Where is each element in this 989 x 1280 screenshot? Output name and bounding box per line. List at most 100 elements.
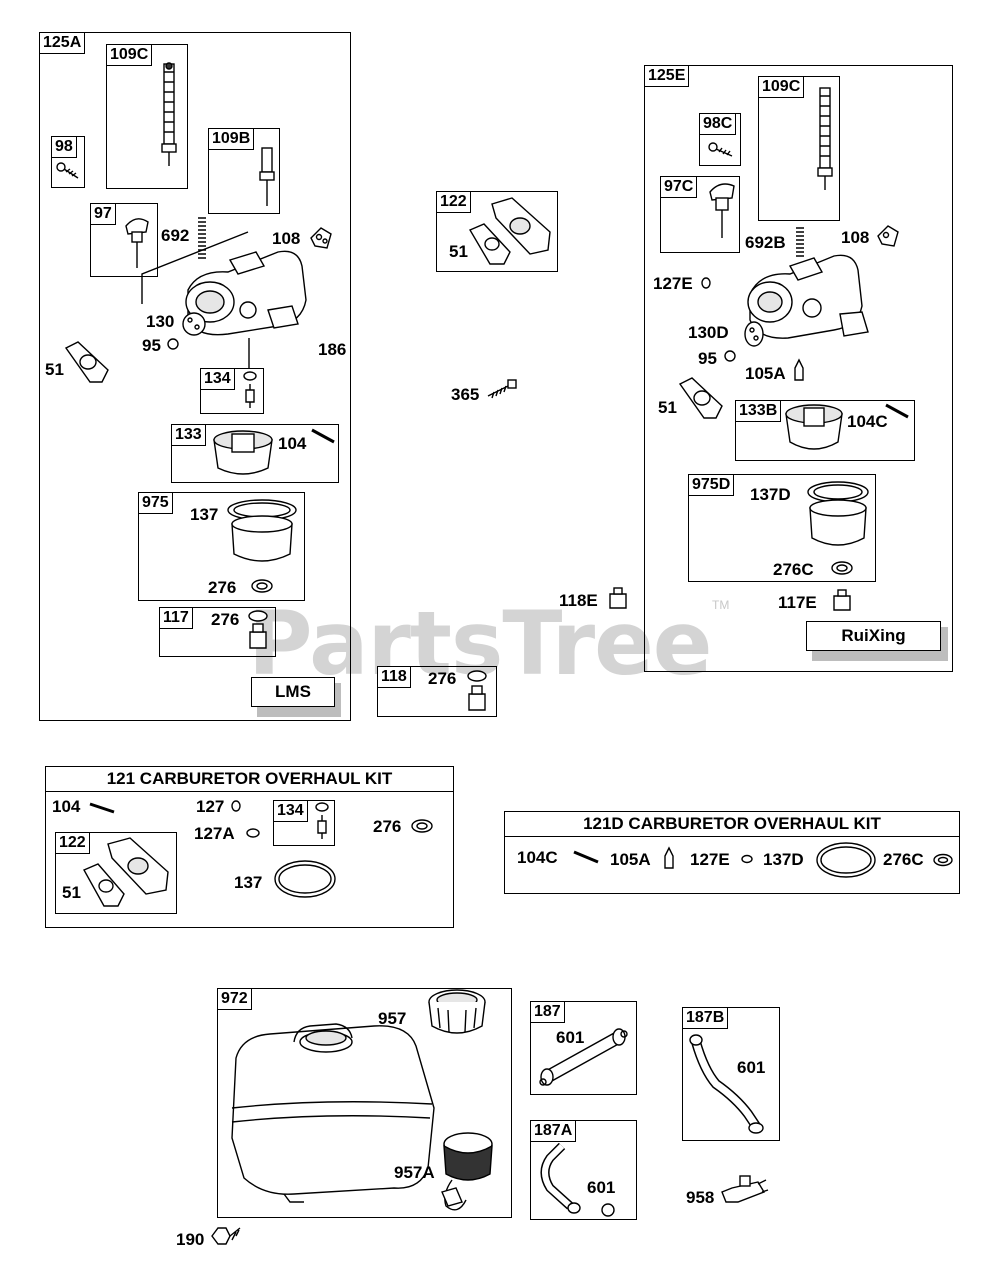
group-122-tag[interactable]: 122 <box>436 191 471 213</box>
label-365[interactable]: 365 <box>451 385 480 404</box>
group-187-tag[interactable]: 187 <box>530 1001 565 1023</box>
kit-121-label-104[interactable]: 104 <box>52 797 81 816</box>
group-187A-tag[interactable]: 187A <box>530 1120 577 1142</box>
label-51-125E[interactable]: 51 <box>658 398 677 417</box>
label-190[interactable]: 190 <box>176 1230 205 1249</box>
vendor-ruixing-box[interactable]: RuiXing <box>806 621 941 651</box>
kit-121D-plug-127E-icon <box>741 854 753 864</box>
label-104C-125E[interactable]: 104C <box>847 412 888 431</box>
label-957A[interactable]: 957A <box>394 1163 435 1182</box>
kit-121D-jet-105A-icon <box>664 846 674 869</box>
kit-121-oring-137-icon <box>274 860 336 898</box>
group-187B-tag[interactable]: 187B <box>682 1007 729 1029</box>
fuel-line-187B-icon <box>689 1034 764 1134</box>
label-137-125A[interactable]: 137 <box>190 505 219 524</box>
subgroup-98C-tag[interactable]: 98C <box>699 113 737 135</box>
watermark-trademark: TM <box>712 598 730 612</box>
carburetor-125E-icon <box>747 254 869 339</box>
pin-104-icon <box>311 428 335 444</box>
kit-121D-label-104C[interactable]: 104C <box>517 848 558 867</box>
subgroup-975-tag[interactable]: 975 <box>138 492 173 514</box>
kit-121-label-127A[interactable]: 127A <box>194 824 235 843</box>
label-276C-125E[interactable]: 276C <box>773 560 814 579</box>
subgroup-133B-tag[interactable]: 133B <box>735 400 782 422</box>
label-117E[interactable]: 117E <box>778 593 817 612</box>
kit-121-sub-134-tag[interactable]: 134 <box>273 800 308 822</box>
nut-117E-icon <box>833 589 851 611</box>
group-187B-frame <box>682 1007 780 1141</box>
kit-121-label-137[interactable]: 137 <box>234 873 263 892</box>
kit-121-sub-122-frame <box>55 832 177 914</box>
kit-121-label-51[interactable]: 51 <box>62 883 81 902</box>
label-108-125E[interactable]: 108 <box>841 228 870 247</box>
screw-95-125E-icon <box>724 350 736 362</box>
subgroup-975D-tag[interactable]: 975D <box>688 474 735 496</box>
label-601-187A[interactable]: 601 <box>587 1178 616 1197</box>
pin-104C-icon <box>885 403 909 419</box>
kit-121-title[interactable]: 121 CARBURETOR OVERHAUL KIT <box>46 767 453 792</box>
label-130[interactable]: 130 <box>146 312 175 331</box>
label-601-187[interactable]: 601 <box>556 1028 585 1047</box>
subgroup-109C-125E-tag[interactable]: 109C <box>758 76 805 98</box>
label-118E[interactable]: 118E <box>559 591 598 610</box>
label-95-125A[interactable]: 95 <box>142 336 161 355</box>
kit-121D-title[interactable]: 121D CARBURETOR OVERHAUL KIT <box>505 812 959 837</box>
kit-121-plug-127-icon <box>231 800 241 812</box>
kit-121D-oring-137D-icon <box>816 842 876 878</box>
kit-121-spacer-122-icon <box>83 837 169 907</box>
label-51-122[interactable]: 51 <box>449 242 468 261</box>
kit-121-sub-122-tag[interactable]: 122 <box>55 832 90 854</box>
subgroup-975D-frame <box>688 474 876 582</box>
label-186[interactable]: 186 <box>318 340 347 359</box>
group-125E-frame <box>644 65 953 672</box>
subgroup-133B-frame <box>735 400 915 461</box>
group-122-frame <box>436 191 558 272</box>
subgroup-117-tag[interactable]: 117 <box>159 607 193 629</box>
label-105A-125E[interactable]: 105A <box>745 364 786 383</box>
nut-117-icon <box>248 610 268 649</box>
label-692[interactable]: 692 <box>161 226 190 245</box>
valve-958-icon <box>721 1175 769 1203</box>
label-276-117[interactable]: 276 <box>211 610 240 629</box>
kit-121-label-127[interactable]: 127 <box>196 797 225 816</box>
washer-276-icon <box>251 579 273 593</box>
kit-121D-label-105A[interactable]: 105A <box>610 850 651 869</box>
group-118-tag[interactable]: 118 <box>377 666 411 688</box>
subgroup-98-tag[interactable]: 98 <box>51 136 77 158</box>
kit-121-label-276[interactable]: 276 <box>373 817 402 836</box>
label-104-125A[interactable]: 104 <box>278 434 307 453</box>
group-125E-tag[interactable]: 125E <box>644 65 690 87</box>
group-972-tag[interactable]: 972 <box>217 988 252 1010</box>
kit-121D-label-137D[interactable]: 137D <box>763 850 804 869</box>
subgroup-97C-tag[interactable]: 97C <box>660 176 698 198</box>
label-957[interactable]: 957 <box>378 1009 407 1028</box>
label-95-125E[interactable]: 95 <box>698 349 717 368</box>
label-137D-125E[interactable]: 137D <box>750 485 791 504</box>
group-125A-tag[interactable]: 125A <box>39 32 86 54</box>
float-133-icon <box>213 430 273 475</box>
carburetor-125A-icon <box>141 231 307 336</box>
subgroup-109B-tag[interactable]: 109B <box>208 128 255 150</box>
label-958[interactable]: 958 <box>686 1188 715 1207</box>
fuel-tank-972-icon <box>231 1023 435 1203</box>
group-118-frame <box>377 666 497 717</box>
label-276-975[interactable]: 276 <box>208 578 237 597</box>
label-692B[interactable]: 692B <box>745 233 786 252</box>
label-51-125A[interactable]: 51 <box>45 360 64 379</box>
label-130D[interactable]: 130D <box>688 323 729 342</box>
kit-121D-label-127E[interactable]: 127E <box>690 850 730 869</box>
subgroup-109C-tag[interactable]: 109C <box>106 44 153 66</box>
gasket-108-icon <box>310 227 332 249</box>
label-108-125A[interactable]: 108 <box>272 229 301 248</box>
kit-121-pin-104-icon <box>89 802 115 814</box>
subgroup-133-tag[interactable]: 133 <box>171 424 206 446</box>
subgroup-134-tag[interactable]: 134 <box>200 368 235 390</box>
label-276-118[interactable]: 276 <box>428 669 457 688</box>
subgroup-97-tag[interactable]: 97 <box>90 203 116 225</box>
kit-121D-label-276C[interactable]: 276C <box>883 850 924 869</box>
vendor-lms-box[interactable]: LMS <box>251 677 335 707</box>
plate-130D-icon <box>744 321 764 347</box>
subgroup-117-frame <box>159 607 276 657</box>
label-127E-125E[interactable]: 127E <box>653 274 693 293</box>
label-601-187B[interactable]: 601 <box>737 1058 766 1077</box>
